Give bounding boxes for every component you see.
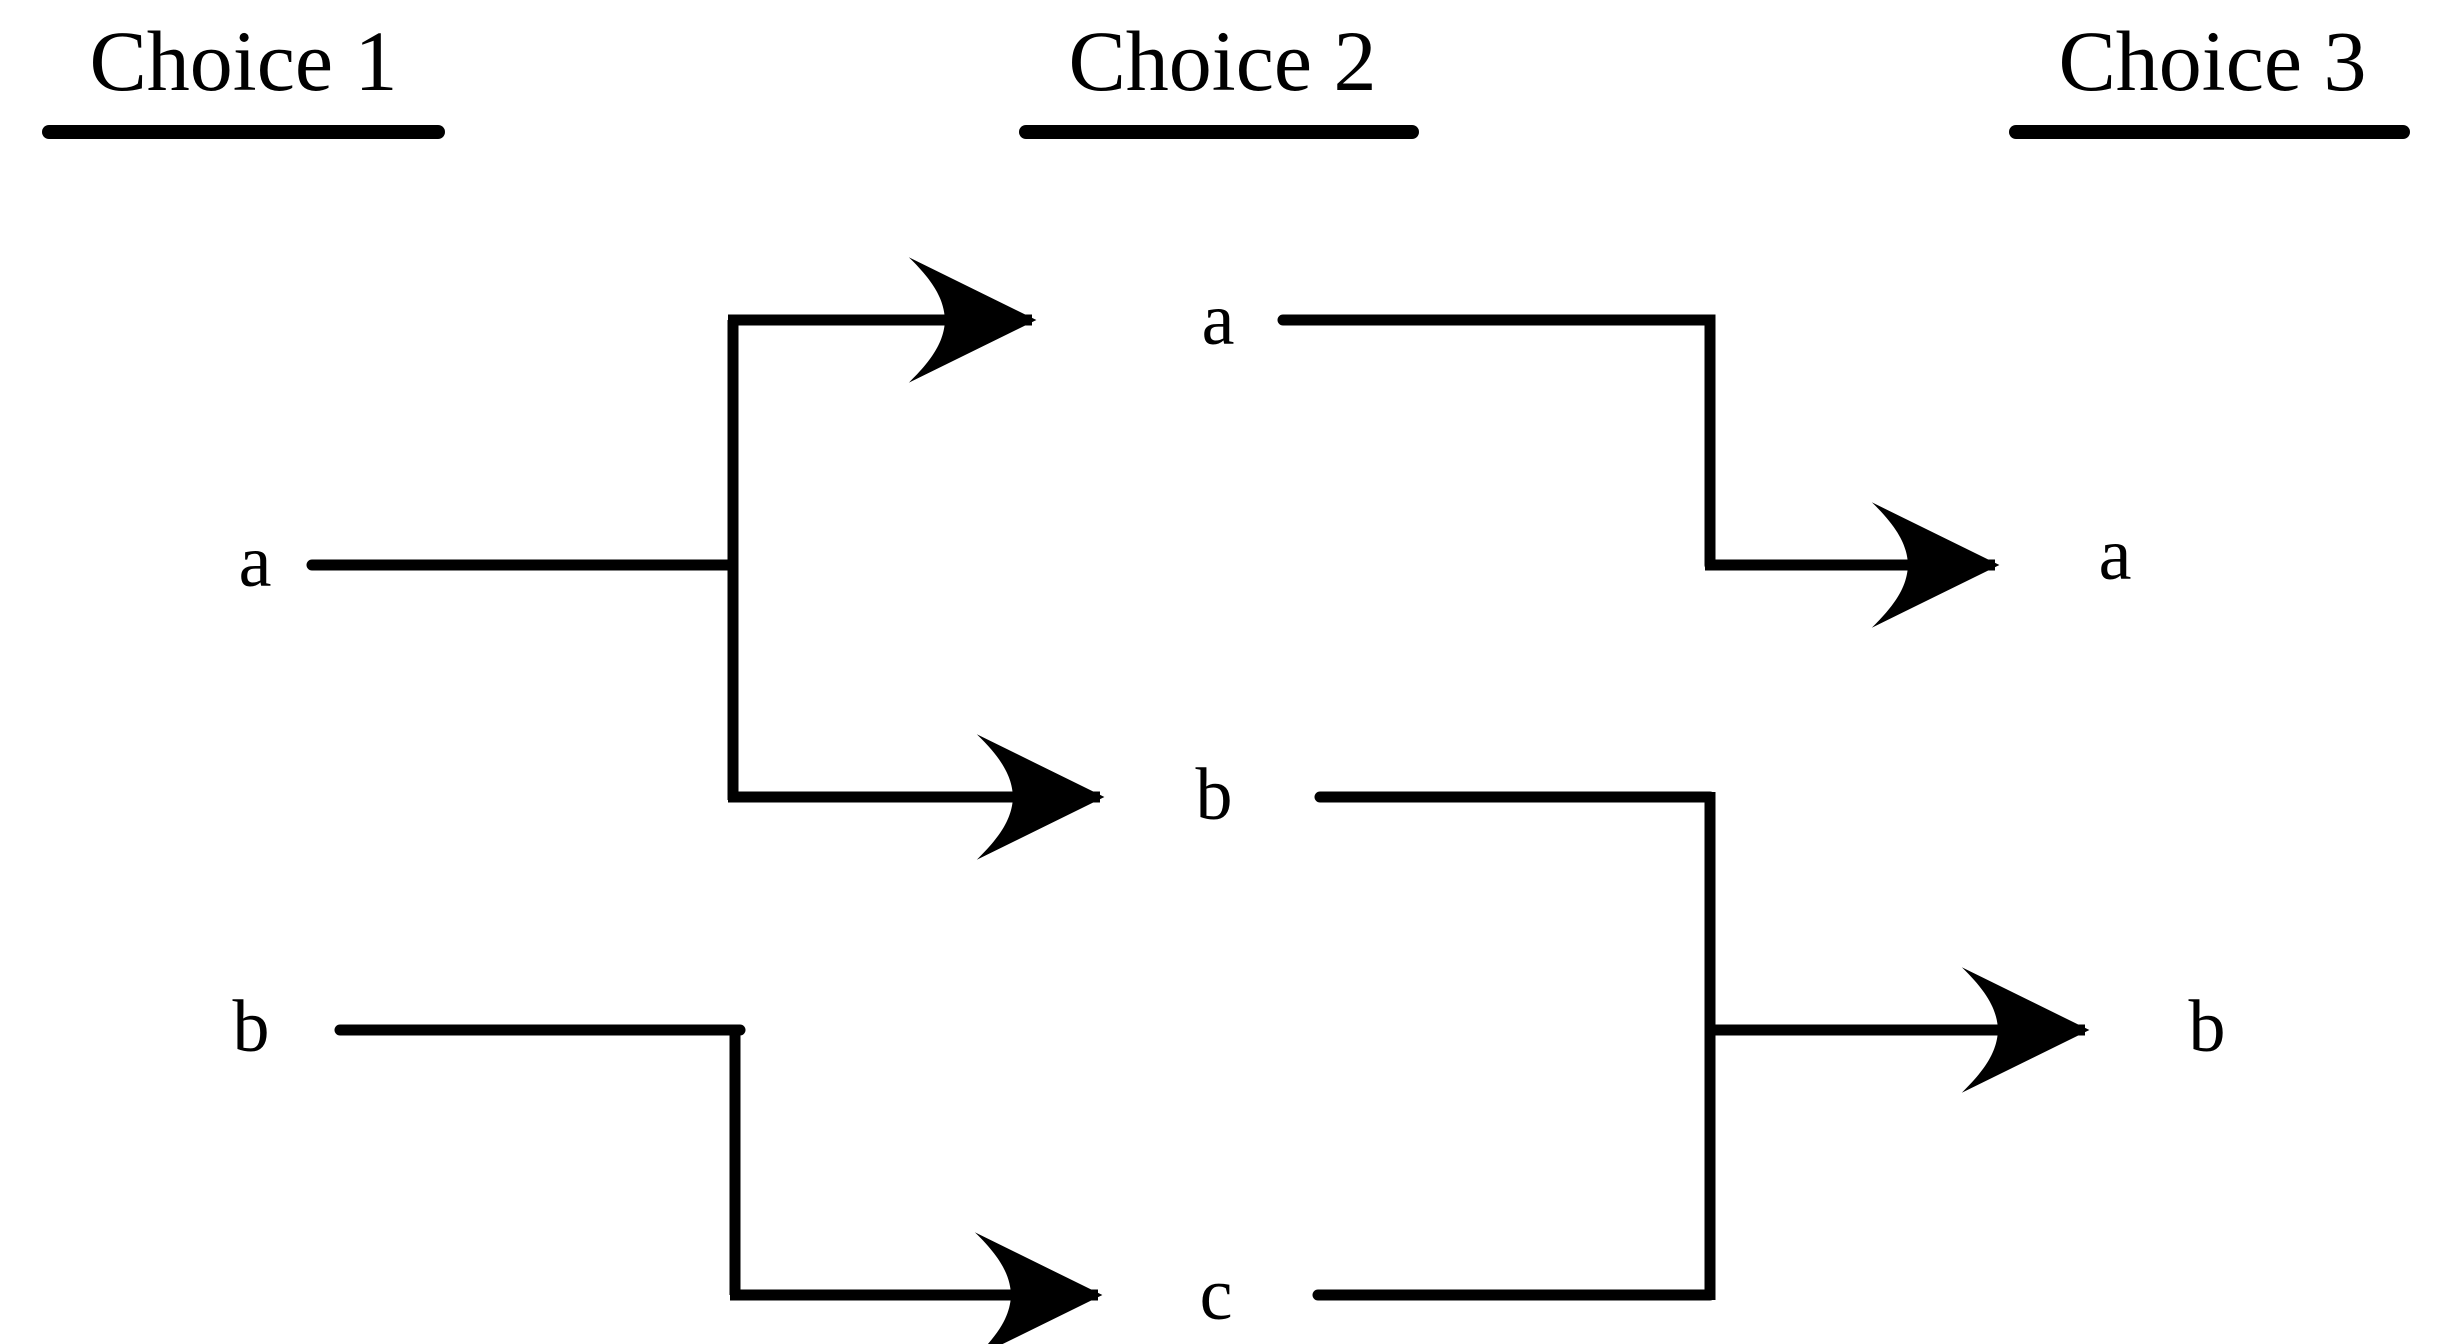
column-header-choice-1: Choice 1 [89, 13, 398, 109]
node-stage1-b: b [232, 986, 270, 1068]
node-stage2-a: a [1201, 279, 1235, 361]
node-stage1-a: a [238, 521, 272, 603]
node-stage2-c: c [1199, 1254, 1233, 1336]
column-header-choice-2: Choice 2 [1068, 13, 1377, 109]
column-header-choice-3: Choice 3 [2058, 13, 2367, 109]
node-stage2-b: b [1195, 754, 1233, 836]
edge-mid-a-out [1277, 314, 1716, 571]
node-stage3-b: b [2188, 986, 2226, 1068]
node-stage3-a: a [2098, 514, 2132, 596]
